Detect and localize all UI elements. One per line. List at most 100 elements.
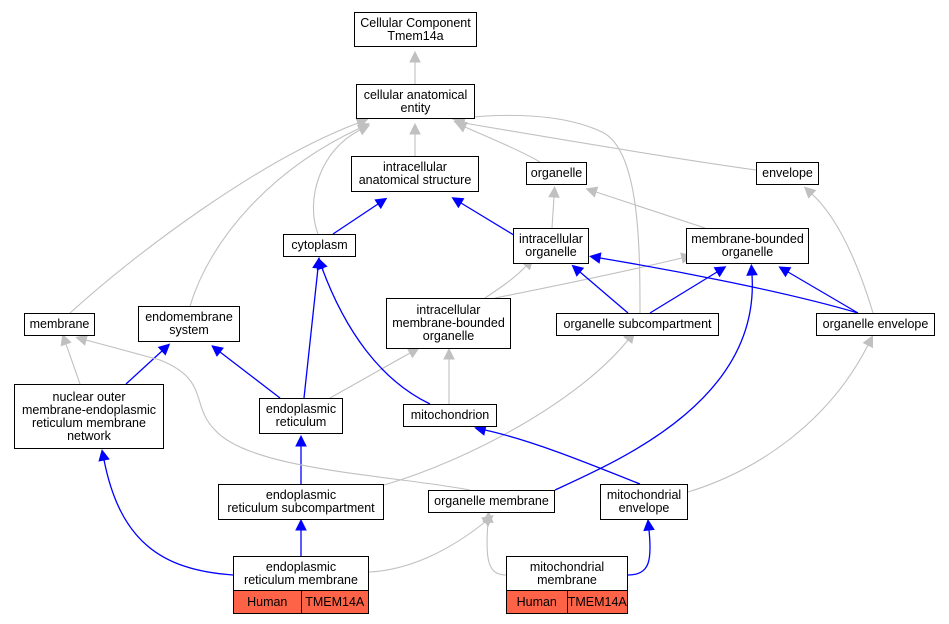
edge-oe-to-mbo bbox=[787, 271, 859, 314]
node-organelle[interactable]: organelle bbox=[526, 162, 587, 185]
edge-osc-to-mbo bbox=[649, 271, 718, 314]
edge-cae-to-root-arrowhead bbox=[409, 50, 421, 63]
node-endoplasmic-reticulum[interactable]: endoplasmic reticulum bbox=[259, 398, 343, 434]
node-organelle-subcompartment[interactable]: organelle subcompartment bbox=[556, 313, 719, 336]
node-label: membrane-bounded organelle bbox=[691, 232, 804, 259]
node-label: organelle bbox=[530, 166, 583, 180]
edge-mito-to-cytoplasm-arrowhead bbox=[316, 257, 328, 271]
edge-om-to-membrane bbox=[85, 339, 471, 491]
edge-om-to-membrane-arrowhead bbox=[75, 334, 88, 346]
node-cellular-anatomical-entity[interactable]: cellular anatomical entity bbox=[356, 84, 475, 119]
node-label: endoplasmic reticulum bbox=[265, 402, 337, 429]
edge-imbo-to-mbo bbox=[494, 257, 683, 299]
edge-om-to-mbo-arrowhead bbox=[746, 263, 758, 276]
node-organelle-envelope[interactable]: organelle envelope bbox=[816, 313, 935, 336]
edge-mito-to-imbo-arrowhead bbox=[443, 347, 455, 360]
annotation-row: Human TMEM14A bbox=[234, 590, 368, 613]
edge-organelle-to-cae bbox=[464, 126, 541, 163]
node-nuclear-outer-membrane-er-network[interactable]: nuclear outer membrane-endoplasmic retic… bbox=[14, 384, 164, 449]
edge-io-to-ias-arrowhead bbox=[451, 197, 465, 209]
edge-io-to-organelle-arrowhead bbox=[548, 185, 560, 198]
node-label: mitochondrial membrane bbox=[529, 559, 605, 587]
edge-erm-to-nuc bbox=[103, 459, 234, 576]
edge-om-to-mbo bbox=[554, 274, 753, 491]
node-mitochondrial-membrane[interactable]: mitochondrial membrane Human TMEM14A bbox=[506, 556, 628, 614]
edge-osc-to-io-arrowhead bbox=[571, 264, 585, 277]
edge-menv-to-oe-arrowhead bbox=[862, 335, 874, 349]
edge-erm-to-om bbox=[368, 521, 486, 573]
node-label: Cellular Component Tmem14a bbox=[360, 15, 471, 43]
node-intracellular-membrane-bounded-organelle[interactable]: intracellular membrane-bounded organelle bbox=[386, 298, 511, 349]
node-label: endomembrane system bbox=[145, 310, 233, 337]
node-membrane-bounded-organelle[interactable]: membrane-bounded organelle bbox=[686, 228, 809, 264]
gene-badge[interactable]: TMEM14A bbox=[300, 591, 368, 613]
node-label: cytoplasm bbox=[291, 238, 348, 252]
edge-mm-to-menv bbox=[627, 529, 651, 576]
edge-osc-to-mbo-arrowhead bbox=[713, 266, 727, 278]
node-label: intracellular organelle bbox=[519, 232, 583, 259]
node-cytoplasm[interactable]: cytoplasm bbox=[283, 234, 356, 257]
node-intracellular-organelle[interactable]: intracellular organelle bbox=[513, 228, 589, 264]
species-badge[interactable]: Human bbox=[507, 591, 567, 613]
edge-er-to-imbo-arrowhead bbox=[406, 347, 420, 359]
node-intracellular-anatomical-structure[interactable]: intracellular anatomical structure bbox=[351, 156, 479, 192]
node-er-membrane[interactable]: endoplasmic reticulum membrane Human TME… bbox=[233, 556, 369, 614]
edge-membrane-to-cae bbox=[69, 122, 359, 314]
edge-osc-to-cae bbox=[462, 114, 641, 314]
edge-er-to-imbo bbox=[329, 352, 411, 399]
edge-oe-to-io bbox=[599, 257, 859, 314]
node-label: intracellular membrane-bounded organelle bbox=[392, 303, 505, 343]
edge-envelope-to-cae bbox=[463, 122, 757, 171]
edge-nuc-to-endo bbox=[125, 350, 163, 385]
node-label: envelope bbox=[762, 166, 813, 180]
edge-mm-to-om bbox=[486, 521, 507, 576]
edge-er-to-cytoplasm bbox=[303, 267, 319, 399]
node-label: mitochondrion bbox=[410, 408, 490, 422]
edge-menv-to-oe bbox=[687, 344, 869, 493]
node-label: organelle membrane bbox=[434, 494, 549, 508]
edge-ersc-to-osc bbox=[383, 339, 629, 486]
node-label: mitochondrial envelope bbox=[606, 488, 682, 515]
node-mitochondrial-envelope[interactable]: mitochondrial envelope bbox=[600, 484, 688, 520]
node-cellular-component-root[interactable]: Cellular Component Tmem14a bbox=[354, 12, 477, 47]
edge-oe-to-mbo-arrowhead bbox=[778, 266, 792, 278]
edge-osc-to-io bbox=[579, 271, 629, 314]
gene-badge[interactable]: TMEM14A bbox=[566, 591, 627, 613]
node-membrane[interactable]: membrane bbox=[24, 313, 95, 336]
edge-nuc-to-membrane-arrowhead bbox=[60, 333, 72, 347]
node-label: intracellular anatomical structure bbox=[358, 160, 472, 187]
edge-cytoplasm-to-cae bbox=[312, 129, 361, 235]
edge-menv-to-mito bbox=[484, 429, 641, 485]
node-endomembrane-system[interactable]: endomembrane system bbox=[138, 306, 240, 342]
edge-mm-to-menv-arrowhead bbox=[643, 518, 655, 532]
edge-io-to-ias bbox=[460, 202, 518, 238]
edge-mito-to-cytoplasm bbox=[321, 267, 431, 405]
node-label: membrane bbox=[29, 317, 90, 331]
edge-er-to-endo-arrowhead bbox=[211, 345, 224, 357]
node-er-subcompartment[interactable]: endoplasmic reticulum subcompartment bbox=[218, 484, 384, 520]
edge-mm-to-om-arrowhead bbox=[482, 510, 494, 523]
edge-io-to-organelle bbox=[551, 196, 555, 229]
edge-oe-to-io-arrowhead bbox=[589, 252, 602, 264]
edge-mbo-to-organelle bbox=[595, 191, 706, 229]
edge-er-to-endo bbox=[219, 351, 281, 399]
node-label: nuclear outer membrane-endoplasmic retic… bbox=[21, 389, 157, 443]
edge-erm-to-ersc-arrowhead bbox=[295, 518, 307, 531]
edge-endo-to-cae-arrowhead bbox=[357, 122, 371, 134]
node-organelle-membrane[interactable]: organelle membrane bbox=[428, 490, 555, 513]
species-badge[interactable]: Human bbox=[234, 591, 301, 613]
annotation-row: Human TMEM14A bbox=[507, 590, 627, 613]
node-label: endoplasmic reticulum membrane bbox=[244, 559, 358, 587]
node-label: organelle subcompartment bbox=[563, 317, 712, 331]
edge-erm-to-nuc-arrowhead bbox=[98, 449, 110, 462]
edge-endo-to-cae bbox=[189, 127, 361, 307]
edge-mbo-to-organelle-arrowhead bbox=[585, 186, 599, 198]
edge-ias-to-cae-arrowhead bbox=[409, 122, 421, 135]
edge-nuc-to-endo-arrowhead bbox=[157, 343, 171, 356]
edge-cytoplasm-to-ias bbox=[332, 203, 379, 235]
edge-nuc-to-membrane bbox=[65, 343, 81, 385]
edge-cytoplasm-to-ias-arrowhead bbox=[374, 197, 388, 210]
edge-imbo-to-io bbox=[484, 265, 527, 299]
node-envelope[interactable]: envelope bbox=[756, 162, 819, 185]
node-mitochondrion[interactable]: mitochondrion bbox=[403, 404, 497, 427]
